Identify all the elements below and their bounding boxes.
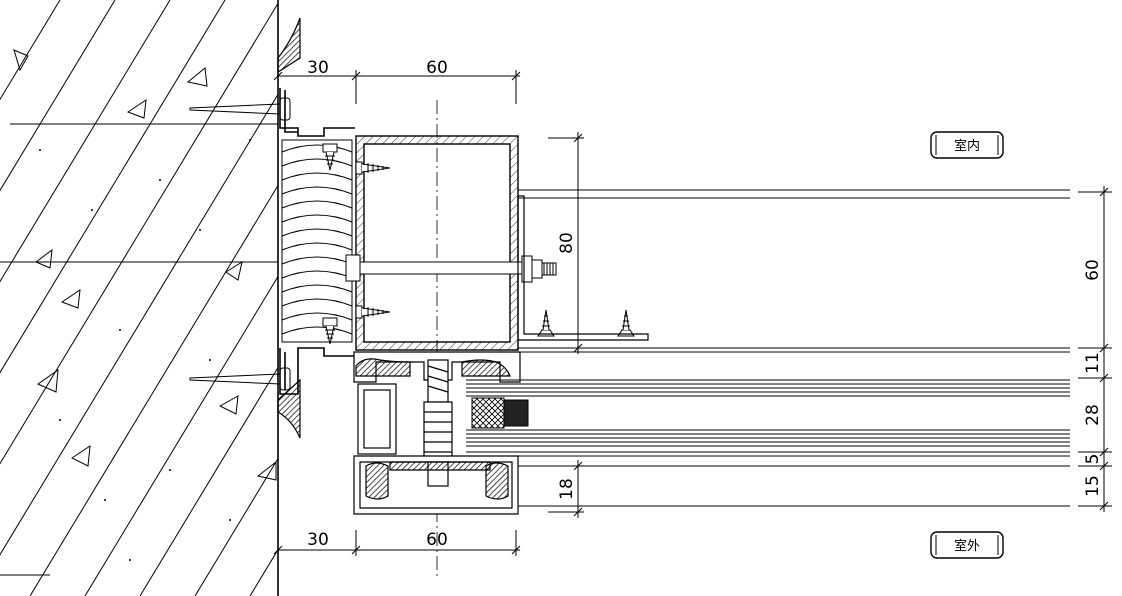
dim-right-11: 11 [1083,352,1103,374]
through-bolt [345,254,557,283]
dimension-texts: 30 60 30 60 80 18 60 11 28 5 15 [307,58,1103,550]
aluminium-mullion [353,351,521,515]
anchor-bolts [189,97,291,391]
outdoor-tag: 室外 [930,531,1004,559]
sealant-beads [277,17,301,439]
dim-top-30: 30 [307,58,329,78]
steel-angle [517,195,649,341]
dimension-lines [273,70,1112,556]
indoor-label: 室内 [954,138,980,154]
dim-right-5: 5 [1083,454,1103,465]
steel-tube-section [355,100,519,576]
dim-right-60: 60 [1083,259,1103,281]
dim-tube-80: 80 [557,232,577,254]
angle-brackets [279,88,355,395]
outdoor-label: 室外 [954,538,980,554]
dim-bottom-30: 30 [307,530,329,550]
dim-right-28: 28 [1083,404,1103,426]
dim-bottom-60: 60 [426,530,448,550]
indoor-tag: 室内 [930,131,1004,159]
dim-top-60: 60 [426,58,448,78]
insulation-batt [281,139,353,343]
concrete-wall [0,0,279,596]
dim-right-15: 15 [1083,475,1103,497]
insulated-glass-unit [466,379,1070,507]
dim-cap-18: 18 [557,478,577,500]
interior-panel [518,189,1070,353]
